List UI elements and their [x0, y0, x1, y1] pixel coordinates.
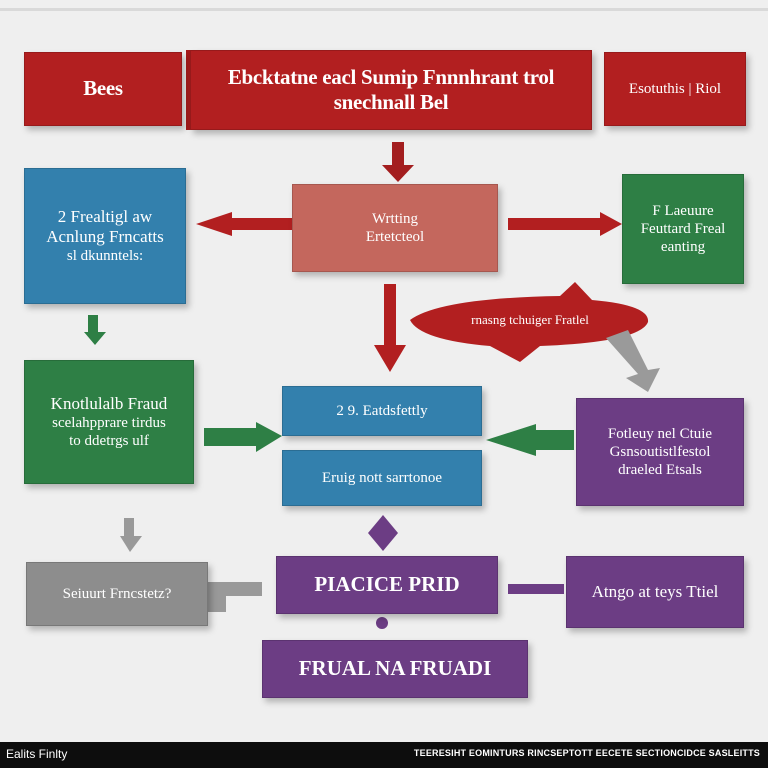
- mid-left-node-line-1: Knotlulalb Fraud: [50, 393, 168, 413]
- title-banner-main: Ebcktatne eacl Sumip Fnnnhrant trol snec…: [190, 50, 592, 130]
- mid-left-green-arrow: [204, 422, 282, 452]
- center-blue-top-node-text: 2 9. Eatdsfettly: [336, 403, 428, 419]
- mid-left-node-line-2: scelahpprare tirdus: [52, 415, 166, 432]
- center-purple-node: PIACICE PRID: [276, 556, 498, 614]
- top-left-node: 2 Frealtigl aw Acnlung Frncatts sl dkunn…: [24, 168, 186, 304]
- top-right-node: F Laeuure Feuttard Freal eanting: [622, 174, 744, 284]
- mid-right-node-line-3: draeled Etsals: [618, 462, 702, 478]
- title-banner-main-text: Ebcktatne eacl Sumip Fnnnhrant trol snec…: [227, 64, 555, 114]
- top-left-node-line-1: 2 Frealtigl aw: [57, 206, 153, 226]
- grey-connector: [206, 582, 262, 612]
- right-grey-arrow: [606, 330, 660, 392]
- mid-right-node-line-2: Gsnsoutistlfestol: [609, 444, 711, 460]
- left-grey-down-arrow: [120, 518, 142, 552]
- top-left-node-line-2: Acnlung Frncatts: [46, 227, 164, 246]
- title-banner-right: Esotuthis | Riol: [604, 52, 746, 126]
- title-banner-left-text: Bees: [83, 76, 123, 101]
- mid-right-green-arrow: [486, 424, 574, 456]
- top-left-node-line-3: sl dkunntels:: [66, 248, 144, 265]
- footer-right-text: TEERESIHT EOMINTURS RINCSEPTOTT EECETE S…: [413, 748, 760, 758]
- center-right-arrow: [508, 212, 622, 236]
- center-blue-bottom-node-text: Eruig nott sarrtonoe: [322, 470, 442, 486]
- center-down-arrow: [374, 284, 406, 372]
- footer-bar: Ealits Finlty TEERESIHT EOMINTURS RINCSE…: [0, 742, 768, 768]
- pill-arrow-label: rnasng tchuiger Fratlel: [471, 312, 589, 327]
- bottom-purple-node: FRUAL NA FRUADI: [262, 640, 528, 698]
- center-left-arrow: [196, 212, 292, 236]
- center-blue-top-node: 2 9. Eatdsfettly: [282, 386, 482, 436]
- center-top-node: Wrtting Ertetcteol: [292, 184, 498, 272]
- bottom-left-grey-node: Seiuurt Frncstetz?: [26, 562, 208, 626]
- right-purple-node-text: Atngo at teys Ttiel: [591, 581, 719, 601]
- purple-connector: [508, 584, 564, 594]
- mid-left-node-line-3: to ddetrgs ulf: [69, 433, 149, 450]
- right-purple-node: Atngo at teys Ttiel: [566, 556, 744, 628]
- center-blue-bottom-node: Eruig nott sarrtonoe: [282, 450, 482, 506]
- top-right-node-line-1: F Laeuure: [652, 203, 714, 219]
- mid-right-node: Fotleuy nel Ctuie Gsnsoutistlfestol drae…: [576, 398, 744, 506]
- left-green-down-arrow: [84, 315, 106, 345]
- purple-diamond: [368, 515, 398, 551]
- title-banner-right-text: Esotuthis | Riol: [628, 81, 722, 97]
- top-right-node-line-2: Feuttard Freal: [640, 221, 726, 237]
- pill-arrow-shape: [410, 282, 649, 362]
- banner-down-arrow: [382, 142, 414, 182]
- purple-dot: [376, 617, 388, 629]
- top-right-node-line-3: eanting: [660, 239, 706, 255]
- mid-right-node-line-1: Fotleuy nel Ctuie: [607, 426, 713, 442]
- center-top-node-line-1: Wrtting: [371, 211, 419, 227]
- center-purple-node-text: PIACICE PRID: [314, 572, 460, 597]
- bottom-purple-node-text: FRUAL NA FRUADI: [298, 656, 492, 681]
- mid-left-node: Knotlulalb Fraud scelahpprare tirdus to …: [24, 360, 194, 484]
- footer-left-text: Ealits Finlty: [6, 747, 68, 761]
- top-divider: [0, 8, 768, 11]
- center-top-node-line-2: Ertetcteol: [365, 229, 425, 245]
- title-banner-left: Bees: [24, 52, 182, 126]
- bottom-left-grey-node-text: Seiuurt Frncstetz?: [62, 586, 172, 602]
